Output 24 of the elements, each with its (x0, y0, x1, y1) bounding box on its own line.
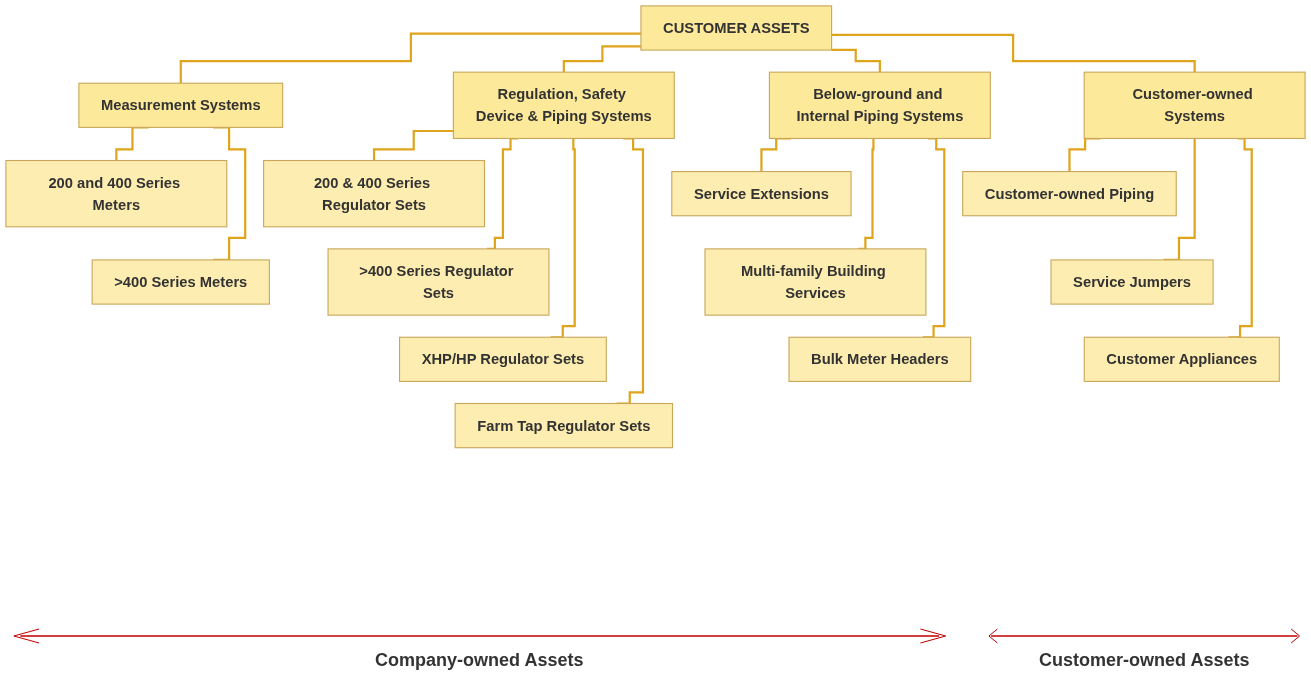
node-box: >400 Series Regulator Sets (327, 248, 550, 316)
range-label: Customer-owned Assets (1039, 650, 1250, 671)
range-label: Company-owned Assets (375, 650, 584, 671)
node-box: 200 and 400 Series Meters (5, 159, 228, 228)
connector (831, 33, 1196, 74)
node-box: Service Extensions (671, 171, 852, 217)
node-box: Measurement Systems (78, 82, 284, 128)
node-box: XHP/HP Regulator Sets (399, 336, 607, 382)
node-box: Customer-owned Systems (1083, 71, 1306, 139)
node-box: 200 & 400 Series Regulator Sets (263, 159, 486, 228)
node-box: >400 Series Meters (91, 259, 270, 305)
node-box: Farm Tap Regulator Sets (454, 402, 674, 449)
node-box: CUSTOMER ASSETS (640, 5, 833, 51)
connector (179, 32, 641, 85)
node-box: Multi-family Building Services (704, 248, 927, 316)
node-box: Customer Appliances (1083, 336, 1280, 382)
connector (372, 129, 454, 162)
node-box: Service Jumpers (1050, 259, 1214, 305)
connector (562, 45, 641, 74)
node-box: Below-ground and Internal Piping Systems (768, 71, 991, 139)
node-box: Regulation, Safety Device & Piping Systems (452, 71, 675, 139)
node-box: Customer-owned Piping (962, 171, 1177, 217)
connector (831, 48, 881, 74)
node-box: Bulk Meter Headers (788, 336, 972, 382)
